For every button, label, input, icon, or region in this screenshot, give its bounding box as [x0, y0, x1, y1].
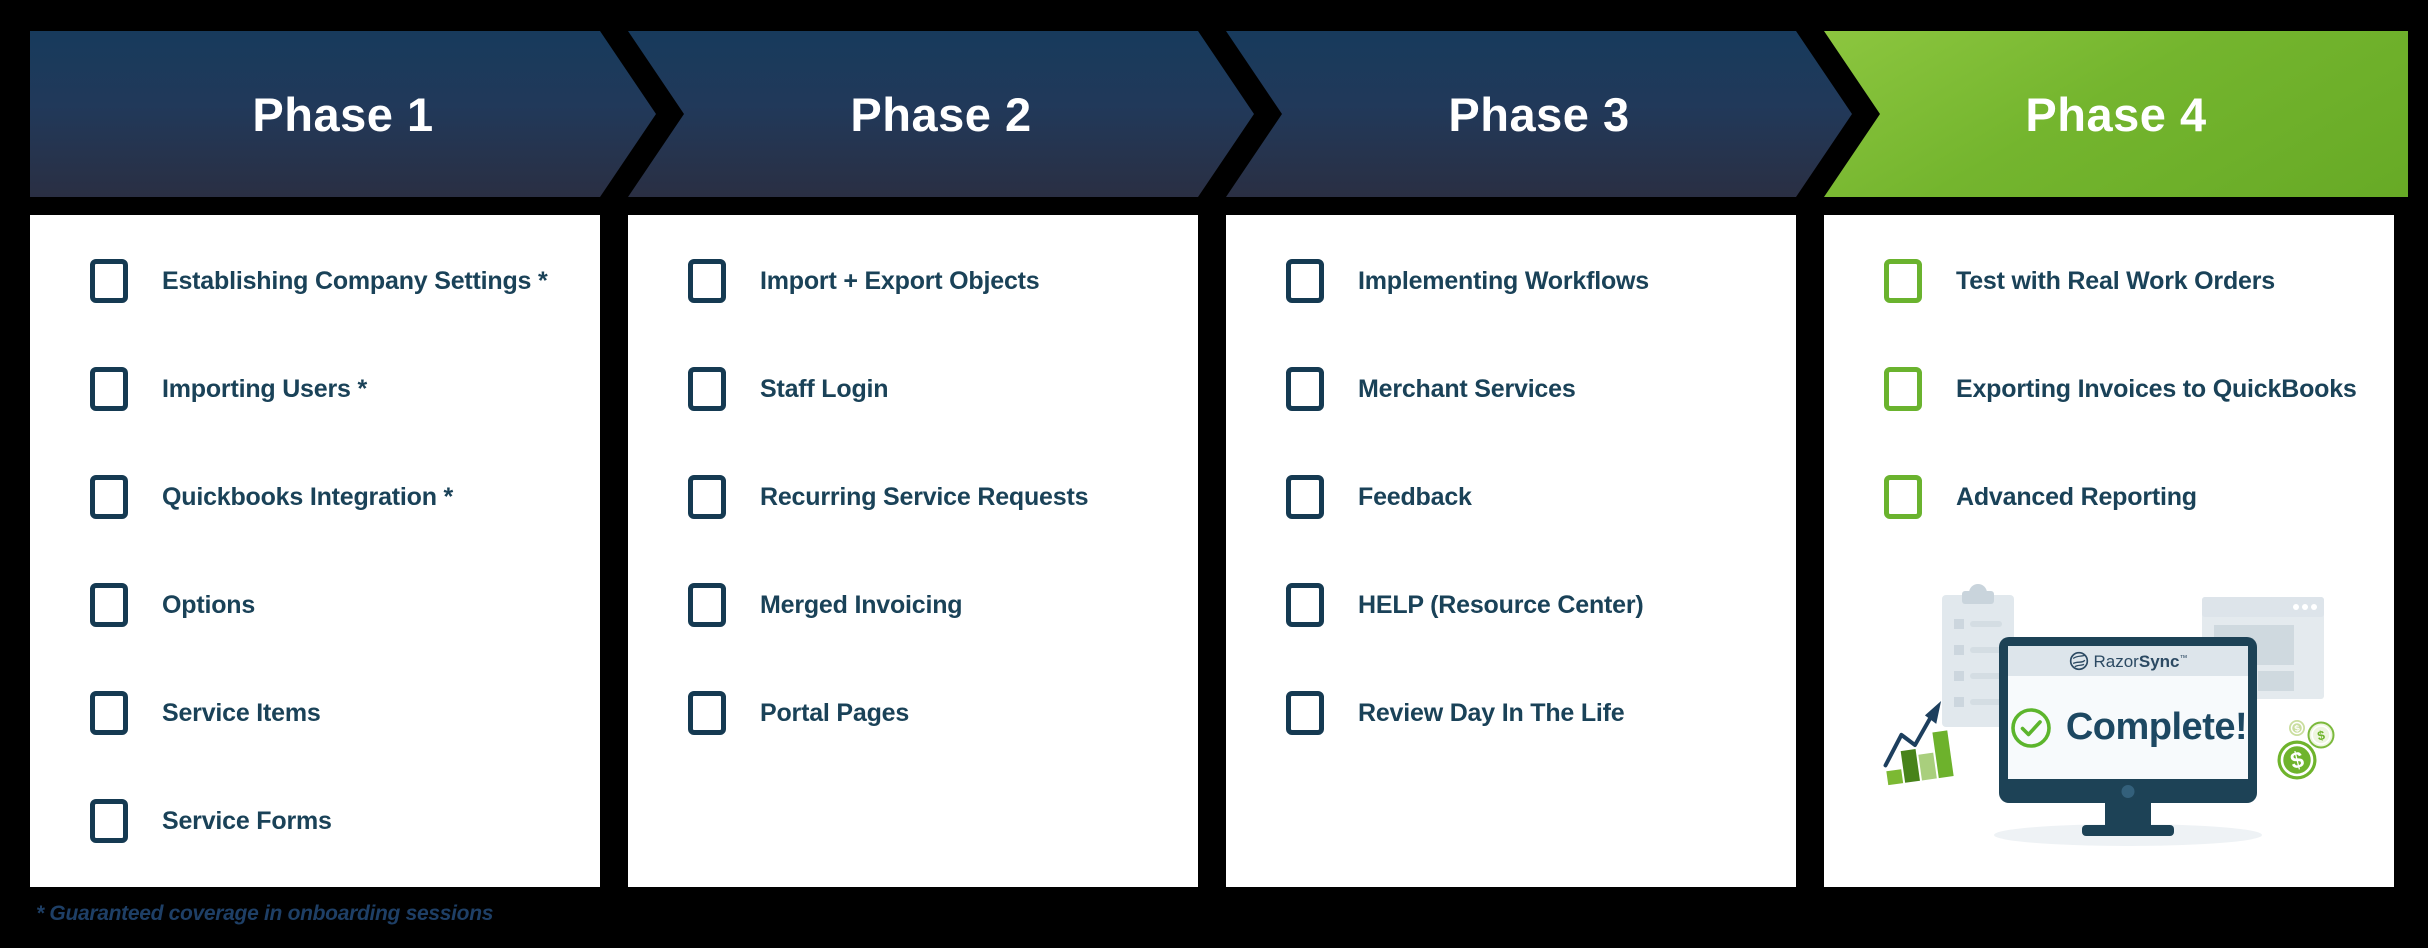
checklist-item-label: Implementing Workflows: [1358, 266, 1649, 295]
checklist-item-label: Merged Invoicing: [760, 590, 963, 619]
checklist-item-label: Exporting Invoices to QuickBooks: [1956, 374, 2357, 403]
checklist-row: Staff Login: [628, 335, 1198, 443]
checklist-row: Service Items: [30, 659, 600, 767]
checklist-checkbox[interactable]: [1884, 259, 1922, 303]
checklist-checkbox[interactable]: [1884, 367, 1922, 411]
checklist-item-label: Quickbooks Integration *: [162, 482, 454, 511]
monitor-screen-header: RazorSync™: [2008, 646, 2248, 676]
checklist-row: Implementing Workflows: [1226, 227, 1796, 335]
growth-chart-icon: [1883, 701, 1954, 786]
checklist-item-label: Establishing Company Settings *: [162, 266, 548, 295]
phase-3-header-banner: Phase 3: [1226, 31, 1852, 197]
checklist-checkbox[interactable]: [688, 583, 726, 627]
monitor-stand-base: [2082, 825, 2174, 836]
checklist-checkbox[interactable]: [688, 367, 726, 411]
phase-2-checklist-panel: Import + Export Objects Staff Login Recu…: [628, 215, 1198, 887]
checklist-row: Quickbooks Integration *: [30, 443, 600, 551]
checklist-row: Merchant Services: [1226, 335, 1796, 443]
checklist-row: Options: [30, 551, 600, 659]
checklist-checkbox[interactable]: [688, 691, 726, 735]
completion-illustration: $ $ $: [1824, 555, 2394, 887]
phase-2-column: Phase 2 Import + Export Objects Staff Lo…: [628, 31, 1198, 891]
checklist-row: Exporting Invoices to QuickBooks: [1824, 335, 2394, 443]
checklist-row: Portal Pages: [628, 659, 1198, 767]
complete-banner: Complete!: [2008, 676, 2248, 779]
checklist-checkbox[interactable]: [1286, 367, 1324, 411]
checklist-checkbox[interactable]: [90, 259, 128, 303]
phase-4-column: Phase 4 Test with Real Work Orders Expor…: [1824, 31, 2408, 891]
checklist-item-label: Recurring Service Requests: [760, 482, 1089, 511]
checklist-item-label: Review Day In The Life: [1358, 698, 1625, 727]
checklist-row: Importing Users *: [30, 335, 600, 443]
clipboard-icon: [1942, 584, 2014, 727]
checklist-item-label: Portal Pages: [760, 698, 910, 727]
phase-1-column: Phase 1 Establishing Company Settings * …: [30, 31, 600, 891]
checklist-item-label: Staff Login: [760, 374, 889, 403]
razorsync-logo-icon: [2069, 651, 2088, 671]
checklist-item-label: Advanced Reporting: [1956, 482, 2197, 511]
checklist-item-label: Import + Export Objects: [760, 266, 1040, 295]
svg-text:$: $: [2316, 727, 2327, 743]
checklist-row: HELP (Resource Center): [1226, 551, 1796, 659]
checklist-row: Merged Invoicing: [628, 551, 1198, 659]
checklist-checkbox[interactable]: [688, 259, 726, 303]
phase-4-checklist-panel: Test with Real Work Orders Exporting Inv…: [1824, 215, 2394, 887]
checklist-checkbox[interactable]: [1286, 691, 1324, 735]
checklist-checkbox[interactable]: [1884, 475, 1922, 519]
complete-label: Complete!: [2065, 706, 2248, 748]
checklist-item-label: Test with Real Work Orders: [1956, 266, 2275, 295]
checklist-item-label: Service Items: [162, 698, 321, 727]
checklist-row: Advanced Reporting: [1824, 443, 2394, 551]
checklist-checkbox[interactable]: [1286, 583, 1324, 627]
checklist-checkbox[interactable]: [90, 583, 128, 627]
monitor-graphic: RazorSync™ Complete!: [1999, 637, 2257, 803]
phase-3-checklist-panel: Implementing Workflows Merchant Services…: [1226, 215, 1796, 887]
checklist-item-label: Options: [162, 590, 256, 619]
monitor-stand-neck: [2105, 801, 2151, 827]
phase-2-title: Phase 2: [850, 87, 1032, 141]
dollar-coins-icon: $ $ $: [2277, 720, 2335, 780]
checklist-checkbox[interactable]: [688, 475, 726, 519]
checklist-item-label: Service Forms: [162, 806, 332, 835]
checklist-checkbox[interactable]: [90, 367, 128, 411]
checklist-checkbox[interactable]: [90, 475, 128, 519]
monitor-power-dot-icon: [2121, 785, 2135, 798]
svg-text:$: $: [2288, 746, 2307, 774]
checklist-item-label: HELP (Resource Center): [1358, 590, 1644, 619]
checklist-checkbox[interactable]: [1286, 259, 1324, 303]
checklist-row: Recurring Service Requests: [628, 443, 1198, 551]
checklist-item-label: Feedback: [1358, 482, 1472, 511]
checklist-row: Test with Real Work Orders: [1824, 227, 2394, 335]
check-circle-icon: [2011, 707, 2051, 748]
checklist-checkbox[interactable]: [90, 799, 128, 843]
checklist-item-label: Importing Users *: [162, 374, 367, 403]
monitor-screen: RazorSync™ Complete!: [2008, 646, 2248, 779]
checklist-item-label: Merchant Services: [1358, 374, 1576, 403]
checklist-checkbox[interactable]: [90, 691, 128, 735]
checklist-row: Establishing Company Settings *: [30, 227, 600, 335]
phase-4-title: Phase 4: [2025, 87, 2207, 141]
checklist-row: Service Forms: [30, 767, 600, 875]
svg-text:$: $: [2293, 723, 2300, 734]
phase-1-header-banner: Phase 1: [30, 31, 656, 197]
checklist-checkbox[interactable]: [1286, 475, 1324, 519]
checklist-row: Feedback: [1226, 443, 1796, 551]
phase-2-header-banner: Phase 2: [628, 31, 1254, 197]
phase-3-column: Phase 3 Implementing Workflows Merchant …: [1226, 31, 1796, 891]
footnote-text: * Guaranteed coverage in onboarding sess…: [36, 902, 494, 925]
checklist-row: Import + Export Objects: [628, 227, 1198, 335]
phase-3-title: Phase 3: [1448, 87, 1630, 141]
phase-1-title: Phase 1: [252, 87, 434, 141]
phase-1-checklist-panel: Establishing Company Settings * Importin…: [30, 215, 600, 887]
checklist-row: Review Day In The Life: [1226, 659, 1796, 767]
phase-4-header-banner: Phase 4: [1824, 31, 2408, 197]
razorsync-logo-text: RazorSync™: [2093, 651, 2188, 671]
